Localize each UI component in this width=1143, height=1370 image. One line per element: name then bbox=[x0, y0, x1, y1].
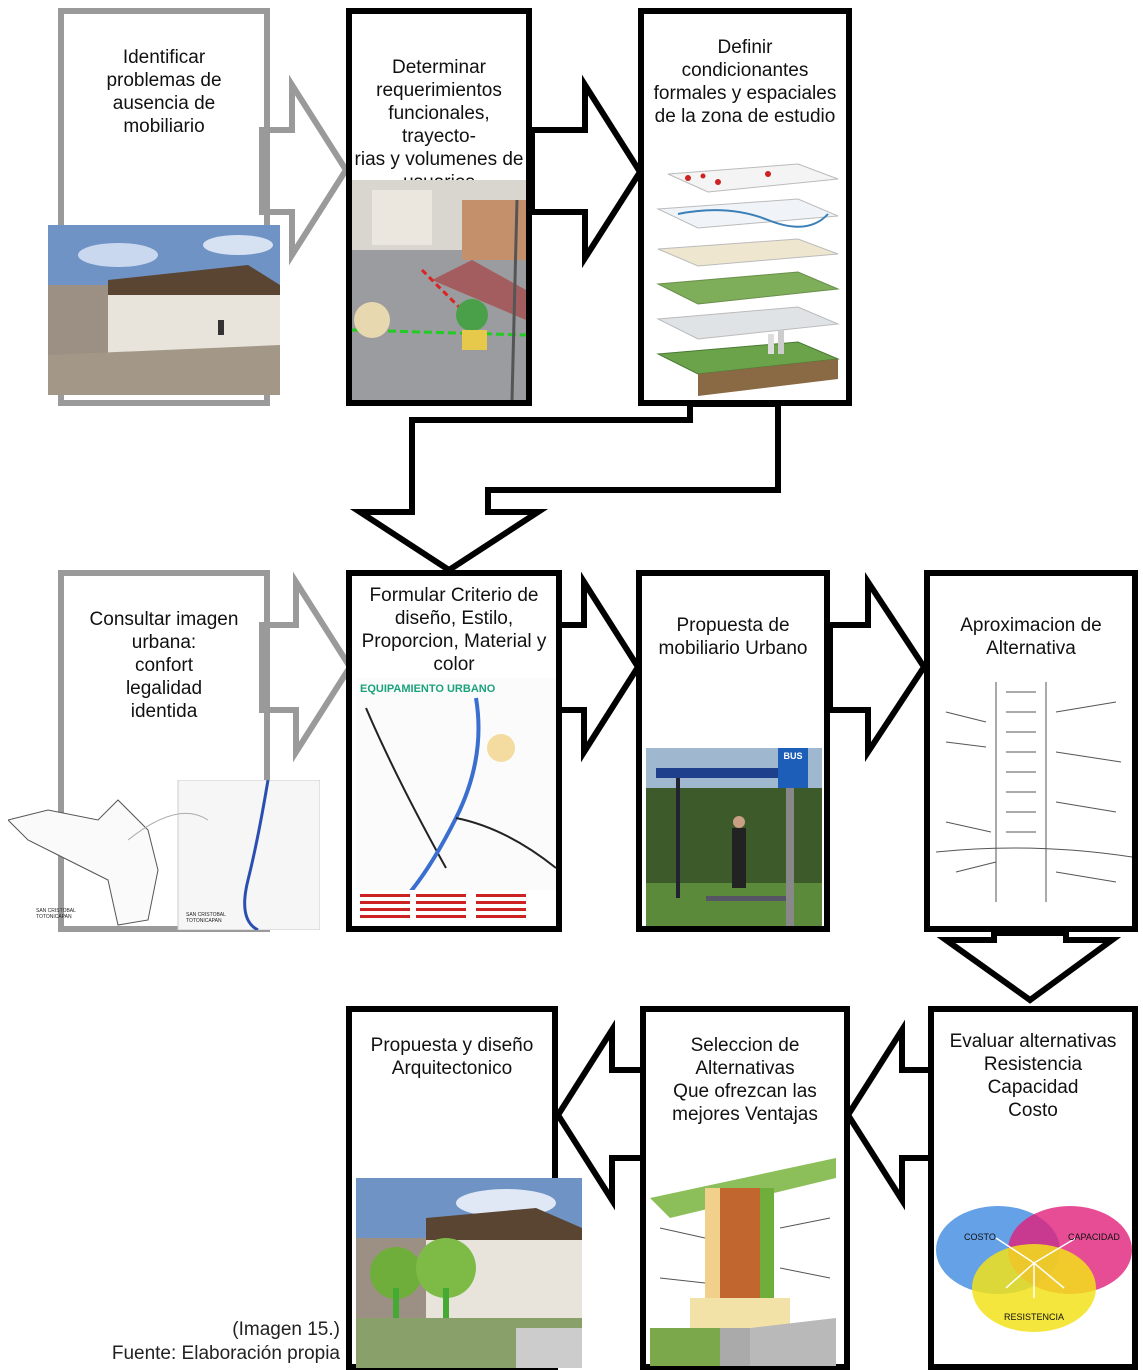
step-label-definir: Definir condicionantes formales y espaci… bbox=[653, 37, 837, 127]
step-label-aproximacion: Aproximacion de Alternativa bbox=[960, 615, 1102, 659]
map-equipamiento-title: EQUIPAMIENTO URBANO bbox=[360, 683, 496, 695]
arrow-s4-to-s5 bbox=[259, 571, 354, 763]
photo-house-street bbox=[48, 225, 280, 395]
step-label-propuesta-diseno: Propuesta y diseño Arquitectonico bbox=[370, 1035, 534, 1079]
arrow-s3-to-s5 bbox=[349, 401, 781, 574]
arrow-s10-to-s9 bbox=[844, 1019, 935, 1211]
step-label-propuesta-mobiliario: Propuesta de mobiliario Urbano bbox=[658, 615, 808, 659]
step-box-definir: Definir condicionantes formales y espaci… bbox=[638, 8, 852, 406]
map-small-label-2: SAN CRISTOBAL bbox=[186, 912, 226, 918]
sketch-alternativa bbox=[936, 672, 1132, 926]
svg-text:TOTONICAPAN: TOTONICAPAN bbox=[186, 918, 222, 924]
step-box-evaluar: Evaluar alternativas Resistencia Capacid… bbox=[928, 1006, 1138, 1370]
map-equipamiento-urbano: EQUIPAMIENTO URBANO bbox=[356, 678, 556, 926]
plan-seleccion bbox=[650, 1158, 836, 1366]
step-label-consultar: Consultar imagen urbana: confort legalid… bbox=[89, 609, 239, 722]
bus-sign-text: BUS bbox=[783, 751, 802, 761]
arrow-s2-to-s3 bbox=[529, 74, 644, 269]
arrow-s9-to-s8 bbox=[554, 1019, 647, 1211]
gis-layers-diagram bbox=[648, 154, 844, 399]
arrow-s7-to-s10 bbox=[936, 930, 1122, 1004]
step-box-identificar: Identificar problemas de ausencia de mob… bbox=[58, 8, 270, 406]
venn-label-costo: COSTO bbox=[964, 1232, 996, 1242]
arrow-s6-to-s7 bbox=[827, 571, 928, 763]
figure-caption: (Imagen 15.) Fuente: Elaboración propia bbox=[111, 1319, 340, 1364]
step-label-formular: Formular Criterio de diseño, Estilo, Pro… bbox=[361, 585, 547, 675]
step-box-determinar: Determinar requerimientos funcionales, t… bbox=[346, 8, 532, 406]
step-label-evaluar: Evaluar alternativas Resistencia Capacid… bbox=[949, 1031, 1117, 1121]
step-box-formular: Formular Criterio de diseño, Estilo, Pro… bbox=[346, 570, 562, 932]
step-label-identificar: Identificar problemas de ausencia de mob… bbox=[106, 47, 222, 137]
photo-bus-stop: BUS bbox=[646, 748, 822, 926]
step-box-aproximacion: Aproximacion de Alternativa bbox=[924, 570, 1138, 932]
venn-label-capacidad: CAPACIDAD bbox=[1068, 1232, 1120, 1242]
venn-diagram: COSTO CAPACIDAD RESISTENCIA bbox=[936, 1188, 1132, 1338]
step-box-propuesta-mobiliario: Propuesta de mobiliario Urbano BUS bbox=[636, 570, 830, 932]
svg-text:TOTONICAPAN: TOTONICAPAN bbox=[36, 914, 72, 920]
step-box-seleccion: Seleccion de Alternativas Que ofrezcan l… bbox=[640, 1006, 850, 1370]
map-small-label-1: SAN CRISTOBAL bbox=[36, 908, 76, 914]
step-box-consultar: Consultar imagen urbana: confort legalid… bbox=[58, 570, 270, 932]
step-label-determinar: Determinar requerimientos funcionales, t… bbox=[354, 57, 524, 193]
arrow-s5-to-s6 bbox=[547, 571, 642, 763]
step-box-propuesta-diseno: Propuesta y diseño Arquitectonico bbox=[346, 1006, 582, 1370]
render-house-trees bbox=[356, 1178, 582, 1368]
photo-plaza-trayectorias bbox=[352, 180, 526, 400]
venn-label-resistencia: RESISTENCIA bbox=[1004, 1312, 1064, 1322]
map-totonicapan: SAN CRISTOBAL TOTONICAPAN SAN CRISTOBAL … bbox=[8, 780, 320, 930]
step-label-seleccion: Seleccion de Alternativas Que ofrezcan l… bbox=[672, 1035, 818, 1125]
